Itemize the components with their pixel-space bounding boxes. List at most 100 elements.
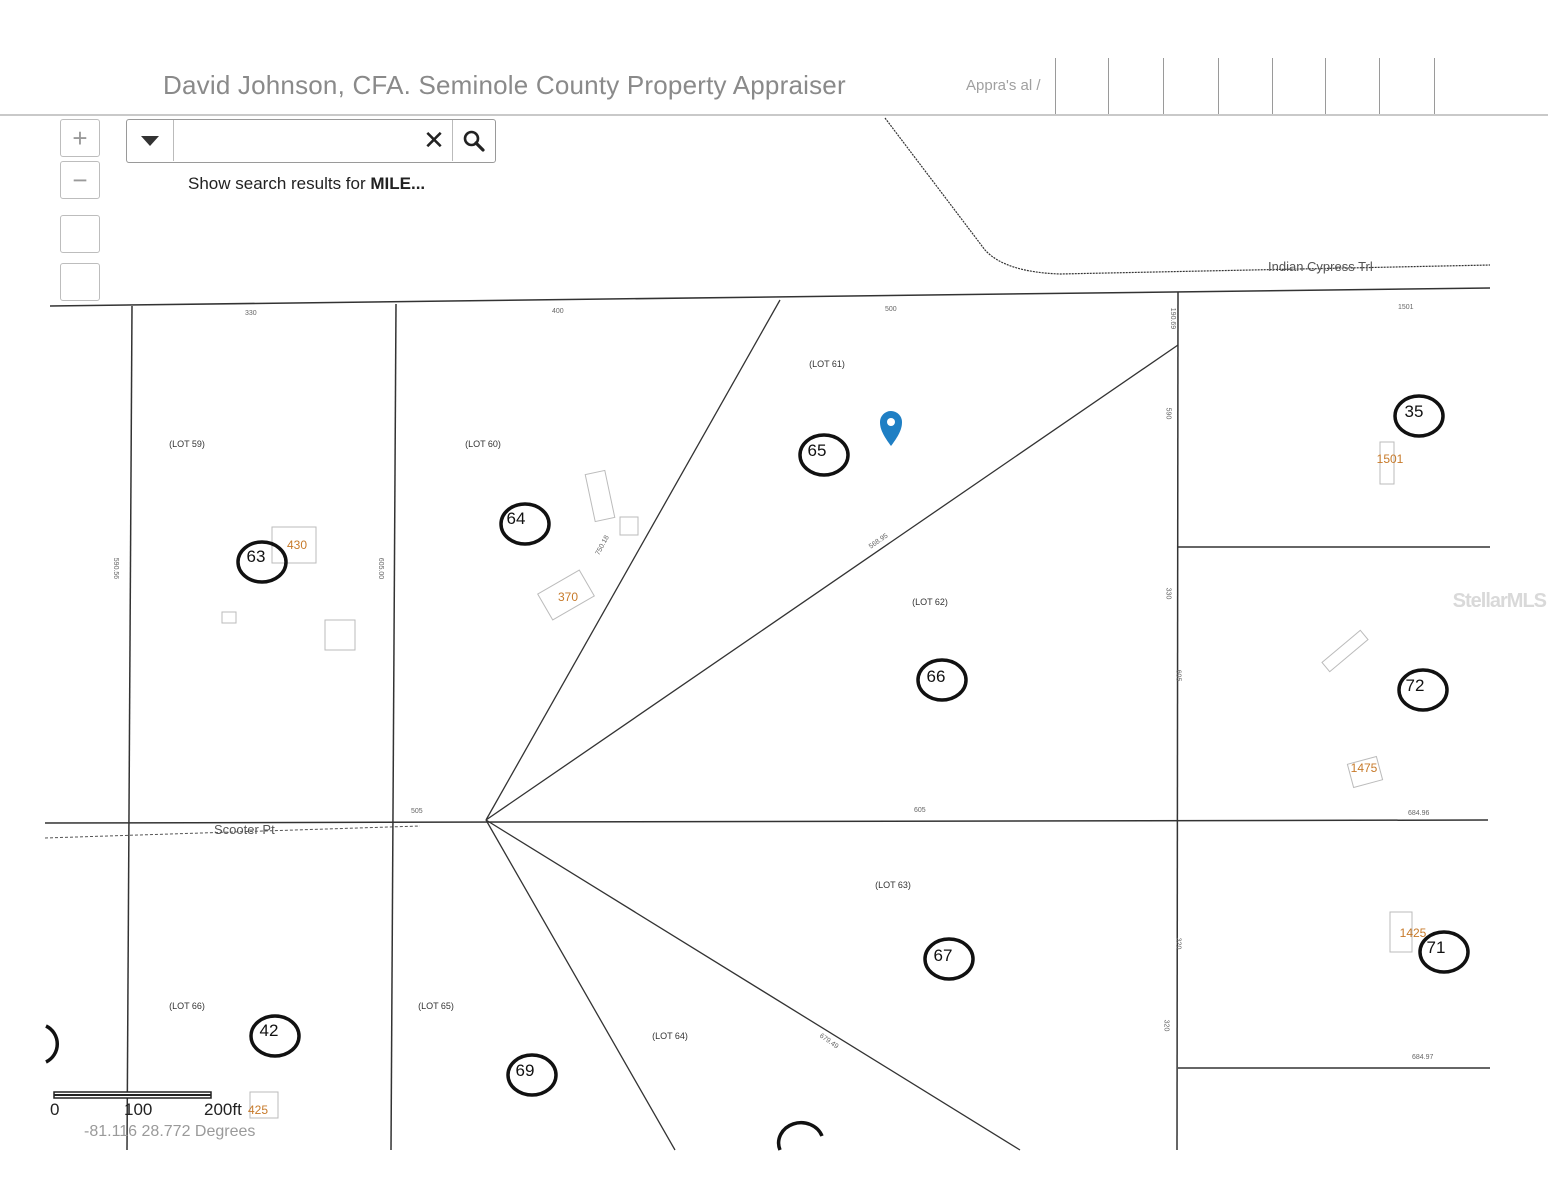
- lot-label: (LOT 60): [465, 439, 501, 449]
- header-divider: [1055, 58, 1056, 114]
- dimension-label: 505: [411, 808, 423, 815]
- lot-number: 65: [807, 441, 827, 460]
- dimension-label: 605: [1174, 669, 1182, 682]
- lot-number: 64: [506, 509, 526, 528]
- lot-label: (LOT 66): [169, 1001, 205, 1011]
- lot-circle: [1393, 394, 1445, 438]
- map-tool-button[interactable]: [60, 215, 100, 253]
- building-footprint: [619, 516, 639, 536]
- lot-circle-partial: [45, 1024, 59, 1064]
- building-footprint: [537, 569, 595, 621]
- watermark: StellarMLS: [1452, 590, 1547, 612]
- dimension-label: 590.56: [112, 557, 120, 580]
- zoom-in-button[interactable]: +: [60, 119, 100, 157]
- lot-label: (LOT 59): [169, 439, 205, 449]
- search-bar: ✕: [126, 119, 496, 163]
- app-header: David Johnson, CFA. Seminole County Prop…: [0, 0, 1548, 116]
- parcel-line: [49, 287, 1491, 307]
- dimension-label: 1501: [1398, 304, 1414, 311]
- scale-tick-label: 0: [50, 1100, 60, 1119]
- lot-label: (LOT 62): [912, 597, 948, 607]
- dimension-label: 684.97: [1412, 1054, 1434, 1061]
- dimension-label: 190.69: [1169, 307, 1177, 330]
- lot-number: 66: [926, 667, 946, 686]
- coordinate-readout: -81.116 28.772 Degrees: [84, 1123, 256, 1140]
- parcel-line: [485, 819, 1021, 1151]
- lot-circle: [249, 1014, 301, 1058]
- address-label: 1501: [1376, 452, 1404, 466]
- dimension-label: 500: [885, 306, 897, 313]
- header-subtitle: Appra's al /: [966, 77, 1041, 94]
- lot-label: (LOT 63): [875, 880, 911, 890]
- address-label: 430: [286, 538, 308, 552]
- parcel-line: [1176, 291, 1179, 1151]
- building-footprint: [584, 469, 616, 523]
- lot-circle: [236, 540, 288, 584]
- lot-number: 67: [933, 946, 953, 965]
- address-label: 425: [247, 1103, 269, 1117]
- dimension-label: 605.00: [377, 557, 385, 580]
- search-button[interactable]: [452, 120, 495, 161]
- address-label: 370: [557, 590, 579, 604]
- search-hint-prefix: Show search results for: [188, 174, 371, 193]
- dimension-label: 684.96: [1408, 810, 1430, 817]
- lot-circle: [916, 658, 968, 702]
- map-tool-button[interactable]: [60, 263, 100, 301]
- dimension-label: 330: [245, 310, 257, 317]
- dimension-label: 400: [552, 308, 564, 315]
- header-divider: [1379, 58, 1380, 114]
- lot-circle: [1397, 668, 1449, 712]
- lot-circle: [506, 1053, 558, 1097]
- building-footprint: [1379, 441, 1395, 485]
- search-icon: [463, 130, 485, 152]
- lot-label: (LOT 64): [652, 1031, 688, 1041]
- app-title: David Johnson, CFA. Seminole County Prop…: [163, 70, 846, 100]
- header-divider: [1163, 58, 1164, 114]
- address-label: 1475: [1350, 761, 1378, 775]
- building-footprint: [324, 619, 356, 651]
- address-label: 1425: [1399, 926, 1427, 940]
- lot-circle: [1418, 930, 1470, 974]
- location-pin-icon[interactable]: [880, 411, 902, 446]
- header-divider: [1272, 58, 1273, 114]
- search-input[interactable]: [179, 128, 413, 154]
- lot-number: 63: [246, 547, 266, 566]
- lot-circle: [923, 937, 975, 981]
- header-divider: [1108, 58, 1109, 114]
- dimension-label: 320: [1162, 1019, 1170, 1032]
- search-suggestion[interactable]: Show search results for MILE...: [188, 174, 425, 194]
- lot-label: (LOT 61): [809, 359, 845, 369]
- parcel-line: [485, 299, 781, 821]
- building-footprint: [249, 1091, 279, 1119]
- parcel-line: [126, 305, 133, 1151]
- lot-number: 42: [259, 1021, 279, 1040]
- lot-number: 35: [1404, 402, 1424, 421]
- clear-search-button[interactable]: ✕: [423, 125, 445, 155]
- building-footprint: [1389, 911, 1413, 953]
- street-label-scooter-pt: Scooter Pt: [214, 822, 275, 837]
- zoom-out-button[interactable]: −: [60, 161, 100, 199]
- road-edge: [44, 825, 421, 839]
- parcel-line: [485, 819, 676, 1151]
- dimension-label: 320: [1174, 937, 1182, 950]
- lot-number: 71: [1426, 938, 1446, 957]
- road-indian-cypress: [884, 117, 1491, 275]
- building-footprint: [1321, 629, 1369, 673]
- lot-circle-partial: [776, 1120, 824, 1151]
- lot-circle: [499, 502, 551, 546]
- dimension-label: 605: [914, 807, 926, 814]
- building-footprint: [221, 611, 237, 624]
- lot-label: (LOT 65): [418, 1001, 454, 1011]
- scale-tick-label: 200ft: [204, 1100, 242, 1119]
- search-hint-term: MILE...: [370, 174, 426, 193]
- parcel-line: [390, 303, 397, 1151]
- dimension-label: 590: [1164, 407, 1172, 420]
- lot-number: 72: [1405, 676, 1425, 695]
- lot-circle: [798, 433, 850, 477]
- scale-tick-label: 100: [124, 1100, 153, 1119]
- header-divider: [1434, 58, 1435, 114]
- parcel-line: [485, 344, 1179, 821]
- dimension-label: 330: [1164, 587, 1172, 600]
- search-source-dropdown[interactable]: [127, 120, 174, 161]
